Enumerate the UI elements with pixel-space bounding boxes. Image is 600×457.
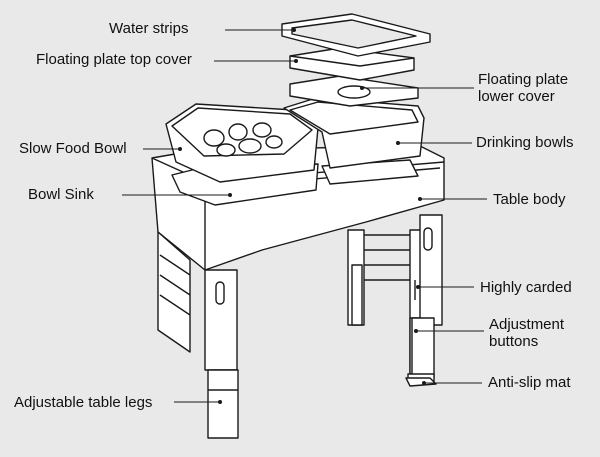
label-bowl-sink: Bowl Sink [28,186,94,203]
label-floating-plate-lower-cover-line1: Floating plate [478,71,569,88]
label-adjustment-buttons-line1: Adjustment [489,316,565,333]
label-table-body: Table body [493,191,566,208]
label-adjustable-table-legs: Adjustable table legs [14,394,153,411]
label-floating-plate-lower-cover-line2: lower cover [478,88,555,105]
water-strips [281,13,431,57]
label-anti-slip-mat: Anti-slip mat [488,374,571,391]
label-slow-food-bowl: Slow Food Bowl [19,140,127,157]
slow-food-bowl [165,103,319,183]
anti-slip-mat [405,377,437,387]
front-left-leg [157,231,239,439]
label-drinking-bowls: Drinking bowls [476,134,574,151]
label-adjustment-buttons: Adjustment buttons [489,316,564,350]
label-floating-plate-lower-cover: Floating plate lower cover [478,71,568,105]
label-water-strips: Water strips [109,20,189,37]
floating-plate-lower-cover [289,75,419,107]
label-adjustment-buttons-line2: buttons [489,333,539,350]
leader-dots [178,28,426,404]
floating-plate-top-cover [289,47,415,81]
leader-lines [122,29,487,403]
label-highly-carded: Highly carded [480,279,572,296]
label-floating-plate-top-cover: Floating plate top cover [36,51,192,68]
